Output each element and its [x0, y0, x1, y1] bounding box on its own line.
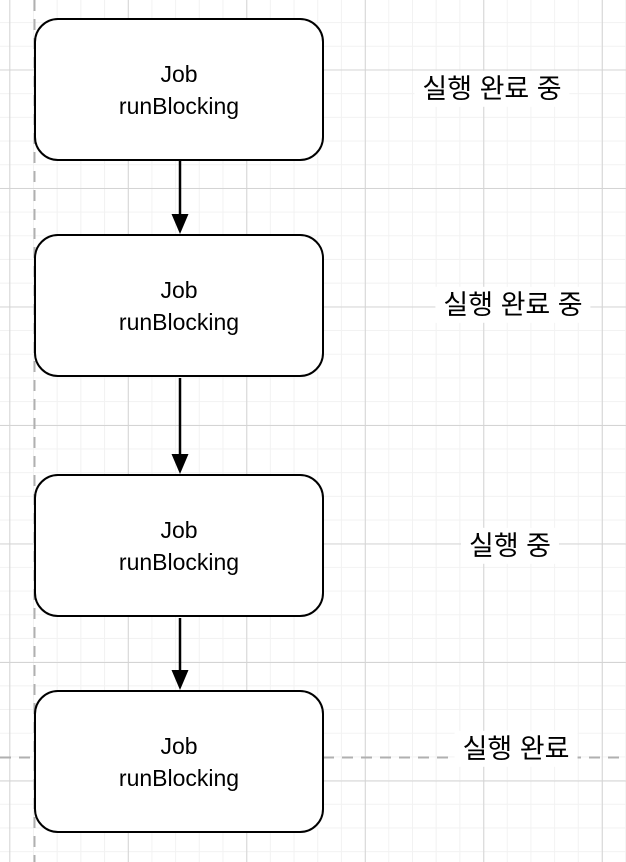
status-label-3[interactable]: 실행 중 — [460, 527, 560, 565]
flow-node-4[interactable]: Job runBlocking — [34, 690, 324, 833]
node-4-label: Job runBlocking — [119, 730, 239, 794]
node-3-title-line2: runBlocking — [118, 548, 240, 575]
node-2-title-line1: Job — [160, 276, 198, 303]
node-4-title-line2: runBlocking — [118, 764, 240, 791]
node-3-title-line1: Job — [160, 516, 198, 543]
node-1-label: Job runBlocking — [119, 58, 239, 122]
node-4-title-line1: Job — [160, 732, 198, 759]
status-label-2[interactable]: 실행 완료 중 — [435, 286, 591, 324]
flow-node-3[interactable]: Job runBlocking — [34, 474, 324, 617]
node-1-title-line2: runBlocking — [118, 92, 240, 119]
flow-node-2[interactable]: Job runBlocking — [34, 234, 324, 377]
status-label-4[interactable]: 실행 완료 — [454, 730, 578, 768]
node-1-title-line1: Job — [160, 60, 198, 87]
node-3-label: Job runBlocking — [119, 514, 239, 578]
flow-node-1[interactable]: Job runBlocking — [34, 18, 324, 161]
node-2-title-line2: runBlocking — [118, 308, 240, 335]
status-label-1[interactable]: 실행 완료 중 — [414, 70, 570, 108]
node-2-label: Job runBlocking — [119, 274, 239, 338]
